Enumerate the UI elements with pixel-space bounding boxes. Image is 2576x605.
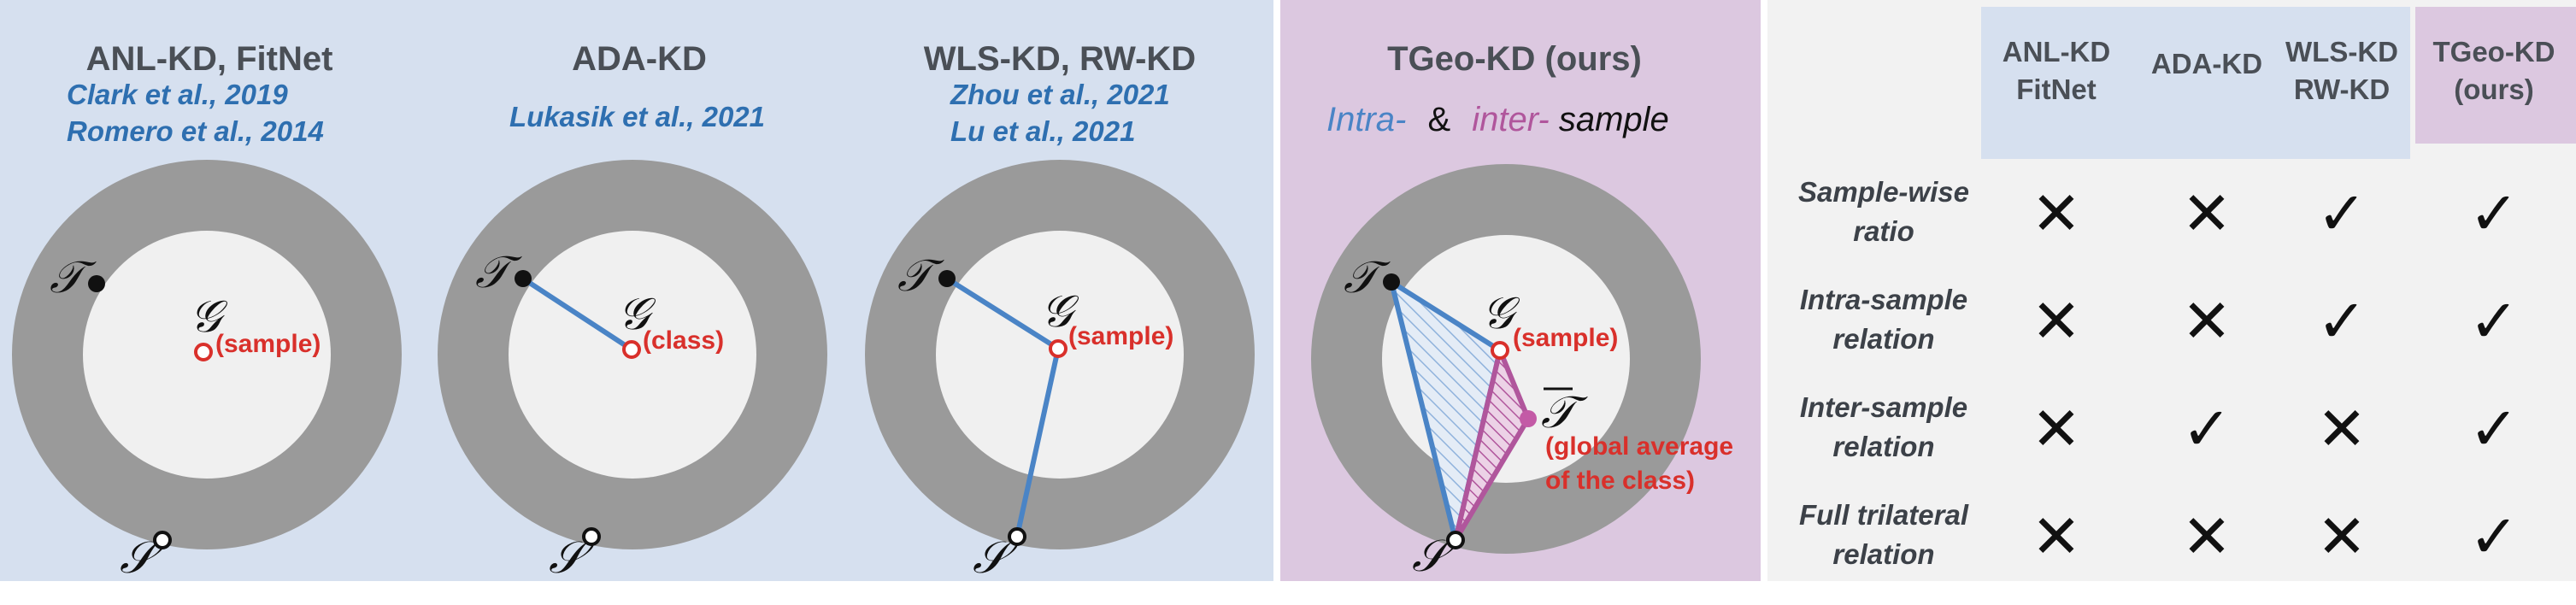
cross-icon: ✕	[2182, 502, 2232, 572]
table-column-header: WLS-KD	[2285, 36, 2398, 68]
panel-citation: Romero et al., 2014	[67, 115, 324, 147]
ground-truth-point	[1491, 341, 1509, 360]
ground-truth-student-edge	[1015, 348, 1061, 537]
teacher-ground-truth-edge	[521, 276, 633, 352]
check-icon: ✓	[2469, 502, 2520, 572]
table-header-ours	[2415, 7, 2576, 144]
cross-icon: ✕	[2032, 179, 2082, 249]
ground-truth-label: (sample)	[1068, 322, 1173, 350]
table-column-header: (ours)	[2454, 73, 2534, 105]
comparison-table: ANL-KD FitNet ADA-KD WLS-KD RW-KD TGeo-KD (our…	[1798, 36, 2555, 572]
panel-tgeo-kd: TGeo-KD (ours) Intra- & inter- sample 𝒯 …	[1311, 40, 1733, 582]
ground-truth-point	[1049, 339, 1067, 358]
panel-citation: Clark et al., 2019	[67, 79, 288, 110]
panel-citation: Lukasik et al., 2021	[509, 101, 765, 132]
legend-amp: &	[1427, 101, 1450, 138]
teacher-bar-point	[1520, 410, 1537, 427]
teacher-ground-truth-edge	[945, 276, 1060, 351]
teacher-point	[1383, 273, 1400, 291]
check-icon: ✓	[2317, 286, 2367, 356]
ground-truth-label: (class)	[643, 326, 724, 355]
panel-citation: Zhou et al., 2021	[950, 79, 1170, 110]
table-row-header: relation	[1832, 538, 1934, 570]
cross-icon: ✕	[2317, 394, 2367, 464]
table-row-header: Intra-sample	[1800, 284, 1967, 315]
cross-icon: ✕	[2032, 286, 2082, 356]
panel-wls-kd: WLS-KD, RW-KD Zhou et al., 2021 Lu et al…	[865, 40, 1255, 584]
table-row-header: Inter-sample	[1800, 391, 1967, 423]
table-row-header: Full trilateral	[1799, 499, 1969, 531]
panel-title: TGeo-KD (ours)	[1387, 40, 1642, 78]
cross-icon: ✕	[2032, 502, 2082, 572]
table-column-header: TGeo-KD	[2433, 36, 2555, 68]
ground-truth-label: (sample)	[215, 330, 321, 358]
ground-truth-label: (sample)	[1513, 324, 1618, 352]
table-row-header: relation	[1832, 431, 1934, 462]
check-icon: ✓	[2469, 286, 2520, 356]
panel-title: WLS-KD, RW-KD	[924, 40, 1196, 78]
legend-intra: Intra-	[1326, 101, 1406, 138]
panel-title: ADA-KD	[572, 40, 707, 78]
ground-truth-point	[622, 340, 641, 359]
table-row-header: ratio	[1853, 215, 1914, 247]
cross-icon: ✕	[2182, 179, 2232, 249]
table-row-header: Sample-wise	[1798, 176, 1969, 208]
panel-legend: Intra- & inter- sample	[1326, 101, 1669, 138]
legend-inter: inter-	[1472, 101, 1549, 138]
teacher-point	[515, 270, 532, 287]
student-point	[582, 527, 601, 546]
table-column-header: FitNet	[2016, 73, 2097, 105]
check-icon: ✓	[2317, 179, 2367, 249]
table-column-header: ANL-KD	[2003, 36, 2110, 68]
check-icon: ✓	[2182, 394, 2232, 464]
legend-sample: sample	[1559, 101, 1669, 138]
teacher-point	[88, 275, 105, 292]
cross-icon: ✕	[2182, 286, 2232, 356]
teacher-bar-label: (global average	[1545, 432, 1733, 461]
table-row-header: relation	[1832, 323, 1934, 355]
student-point	[1008, 527, 1026, 546]
teacher-point	[938, 270, 956, 287]
inter-sample-triangle	[1453, 348, 1531, 543]
panel-ada-kd: ADA-KD Lukasik et al., 2021 𝒯 𝒢 (class) …	[438, 40, 827, 584]
check-icon: ✓	[2469, 394, 2520, 464]
student-point	[153, 531, 172, 549]
cross-icon: ✕	[2032, 394, 2082, 464]
student-point	[1446, 531, 1465, 549]
panel-anl-kd: ANL-KD, FitNet Clark et al., 2019 Romero…	[12, 40, 402, 584]
panel-citation: Lu et al., 2021	[950, 115, 1135, 147]
table-header-related	[1981, 7, 2410, 159]
panel-title: ANL-KD, FitNet	[86, 40, 333, 78]
cross-icon: ✕	[2317, 502, 2367, 572]
ground-truth-point	[194, 343, 213, 361]
table-column-header: RW-KD	[2294, 73, 2390, 105]
table-column-header: ADA-KD	[2151, 48, 2262, 79]
teacher-bar-label: of the class)	[1545, 467, 1695, 495]
check-icon: ✓	[2469, 179, 2520, 249]
